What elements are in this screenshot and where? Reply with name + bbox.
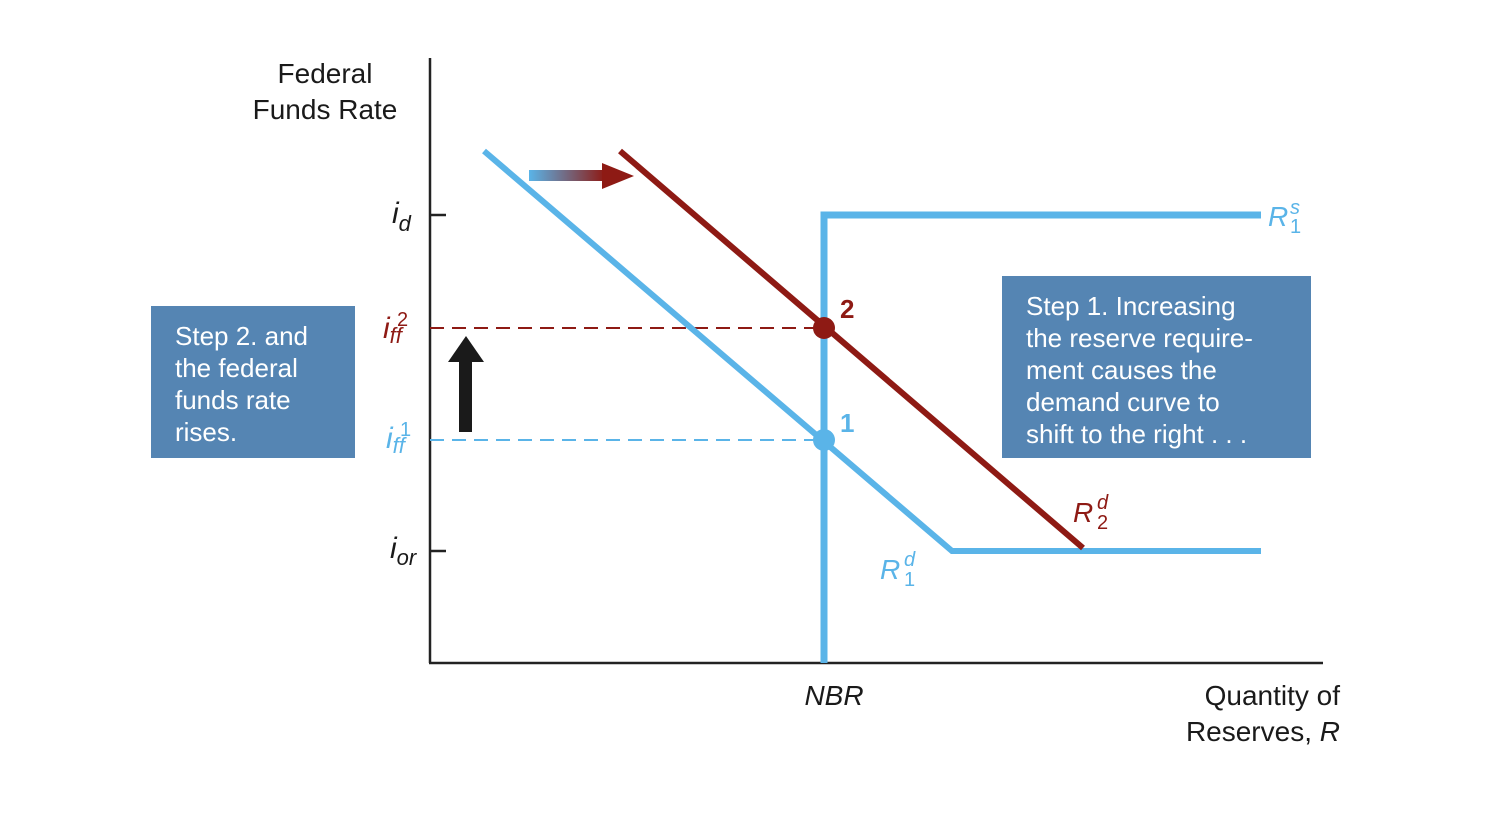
x-axis-title: Quantity of Reserves, R: [1100, 678, 1340, 750]
label-id-sub: d: [399, 211, 412, 236]
step2-line: rises.: [175, 417, 238, 447]
label-demand1: R: [880, 554, 900, 585]
label-iff1-base: i: [386, 422, 394, 455]
step1-line: demand curve to: [1026, 387, 1220, 417]
step1-line: the reserve require-: [1026, 323, 1253, 353]
label-iff1-sub: ff: [393, 433, 408, 458]
label-iff2-sup: 2: [397, 309, 408, 331]
step2-line: Step 2. and: [175, 321, 308, 351]
step1-line: Step 1. Increasing: [1026, 291, 1236, 321]
label-demand2: R: [1073, 497, 1093, 528]
demand-curve-2: [618, 148, 1085, 551]
y-axis-title: Federal Funds Rate: [220, 56, 430, 128]
label-demand2-sup: d: [1097, 492, 1109, 514]
up-arrow-icon: [448, 336, 484, 362]
step2-callout: Step 2. and the federal funds rate rises…: [151, 306, 355, 458]
step1-callout: Step 1. Increasing the reserve require- …: [1002, 276, 1311, 458]
label-iff1: iff: [386, 422, 408, 458]
label-iff2-base: i: [383, 312, 391, 345]
label-demand1-sup: d: [904, 549, 916, 571]
label-demand1-base: R: [880, 554, 900, 585]
y-axis-title-line2: Funds Rate: [252, 94, 398, 125]
label-demand2-base: R: [1073, 497, 1093, 528]
label-iff1-sup: 1: [400, 419, 411, 441]
label-supply-sup: s: [1290, 197, 1300, 219]
y-axis-title-line1: Federal: [277, 58, 373, 89]
point-label-1: 1: [840, 408, 854, 438]
label-id-base: i: [392, 197, 400, 230]
label-supply: R: [1268, 201, 1288, 232]
label-demand2-sub: 2: [1097, 512, 1108, 534]
step1-line: shift to the right . . .: [1026, 419, 1248, 449]
equilibrium-point-2: [813, 317, 835, 339]
label-nbr: NBR: [804, 680, 863, 711]
label-iff2-sub: ff: [390, 323, 405, 348]
x-axis-title-var: R: [1319, 716, 1340, 747]
label-demand1-sub: 1: [904, 569, 915, 591]
label-ior: ior: [390, 532, 418, 570]
shift-arrow-icon: [602, 163, 634, 189]
demand-curve-1: [482, 148, 1261, 554]
step2-line: the federal: [175, 353, 298, 383]
point-label-2: 2: [840, 294, 854, 324]
label-supply-sub: 1: [1290, 216, 1301, 238]
label-ior-base: i: [390, 532, 398, 565]
label-supply-base: R: [1268, 201, 1288, 232]
step2-line: funds rate: [175, 385, 291, 415]
step1-line: ment causes the: [1026, 355, 1217, 385]
label-iff2: iff: [383, 312, 405, 348]
x-axis-title-line2-prefix: Reserves,: [1185, 716, 1320, 747]
supply-curve: [820, 211, 1261, 663]
x-axis-title-line1: Quantity of: [1204, 680, 1340, 711]
up-arrow-shaft: [459, 360, 472, 432]
label-id: id: [392, 197, 412, 236]
label-ior-sub: or: [397, 545, 418, 570]
equilibrium-point-1: [813, 429, 835, 451]
shift-arrow-shaft: [529, 170, 605, 181]
